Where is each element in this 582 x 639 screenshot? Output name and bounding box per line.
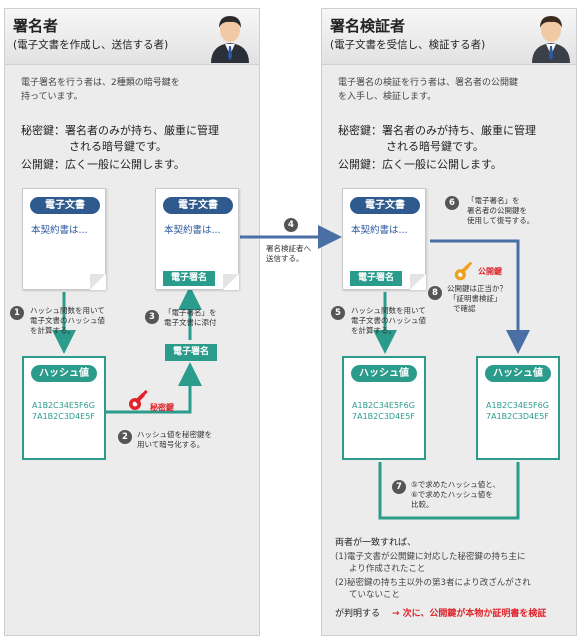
verifier-role-subtitle: (電子文書を受信し、検証する者) [330, 39, 486, 51]
step-1-text-line2: 電子文書のハッシュ値 [30, 316, 105, 325]
signer-avatar-icon [211, 16, 249, 63]
signer-hash-title: ハッシュ値 [31, 365, 97, 382]
signer-public-key: 公開鍵：広く一般に公開します。 [21, 158, 185, 171]
verifier-avatar-icon [532, 16, 570, 63]
step-3-text-line2: 電子文書に添付 [164, 318, 217, 327]
signer-intro-line2: 持っています。 [21, 92, 83, 102]
signer-role-subtitle: (電子文書を作成し、送信する者) [13, 39, 169, 51]
verifier-hash-left-value-line2: 7A1B2C3D4E5F [352, 412, 415, 421]
verifier-public-key: 公開鍵：広く一般に公開します。 [338, 158, 502, 171]
conclusion-result: が判明する [335, 609, 381, 619]
conclusion-item2-line2: ていないこと [349, 590, 401, 600]
signed-document-title: 電子文書 [163, 197, 233, 214]
signature-label: 電子署名 [165, 344, 217, 361]
step-8-badge: 8 [428, 286, 442, 300]
step-8-text-line2: 「証明書検証」 [449, 294, 502, 303]
verifier-intro-line1: 電子署名の検証を行う者は、署名者の公開鍵 [338, 78, 519, 88]
step-6-badge: 6 [445, 196, 459, 210]
verifier-hash-right-box: ハッシュ値 A1B2C34E5F6G 7A1B2C3D4E5F [476, 356, 560, 460]
signer-private-key-line2: される暗号鍵です。 [69, 140, 167, 153]
step-6-text-line2: 署名者の公開鍵を [467, 206, 527, 215]
conclusion-item2-line1: (2)秘密鍵の持ち主以外の第3者により改ざんがされ [335, 578, 531, 588]
step-6-text-line1: 「電子署名」を [467, 196, 520, 205]
signer-document-body: 本契約書は... [31, 225, 88, 236]
conclusion-next-step: → 次に、公開鍵が本物か証明書を検証 [392, 609, 547, 619]
signer-panel: 署名者 (電子文書を作成し、送信する者) 電子署名を行う者は、2種類の暗号鍵を … [4, 8, 260, 636]
signer-hash-value-line2: 7A1B2C3D4E5F [32, 412, 95, 421]
verifier-role-title: 署名検証者 [330, 17, 406, 35]
received-document: 電子文書 本契約書は... 電子署名 [342, 188, 426, 290]
verifier-intro-line2: を入手し、検証します。 [338, 92, 437, 102]
signer-hash-value-line1: A1B2C34E5F6G [32, 401, 95, 410]
step-4-text-line2: 送信する。 [266, 254, 304, 263]
verifier-hash-right-value-line1: A1B2C34E5F6G [486, 401, 549, 410]
step-4-badge: 4 [284, 218, 298, 232]
step-3-badge: 3 [145, 310, 159, 324]
page-fold-icon [410, 274, 426, 290]
page-fold-icon [90, 274, 106, 290]
step-8-text-line3: で確認 [453, 304, 476, 313]
public-key-label: 公開鍵 [478, 267, 502, 276]
step-1-text-line3: を計算する。 [30, 326, 75, 335]
received-document-title: 電子文書 [350, 197, 420, 214]
signer-document: 電子文書 本契約書は... [22, 188, 106, 290]
verifier-private-key-line1: 秘密鍵：署名者のみが持ち、厳重に管理 [338, 124, 536, 137]
conclusion-item1-line1: (1)電子文書が公開鍵に対応した秘密鍵の持ち主に [335, 552, 526, 562]
signer-hash-box: ハッシュ値 A1B2C34E5F6G 7A1B2C3D4E5F [22, 356, 106, 460]
step-7-text-line1: ⑤で求めたハッシュ値と、 [411, 480, 500, 489]
verifier-hash-right-title: ハッシュ値 [485, 365, 551, 382]
step-7-text-line3: 比較。 [411, 500, 434, 509]
signer-document-title: 電子文書 [30, 197, 100, 214]
signed-document: 電子文書 本契約書は... 電子署名 [155, 188, 239, 290]
public-key-icon [454, 261, 473, 281]
verifier-hash-left-title: ハッシュ値 [351, 365, 417, 382]
step-2-text-line2: 用いて暗号化する。 [137, 440, 205, 449]
signed-document-body: 本契約書は... [164, 225, 221, 236]
verifier-panel: 署名検証者 (電子文書を受信し、検証する者) 電子署名の検証を行う者は、署名者の… [321, 8, 577, 636]
verifier-hash-left-box: ハッシュ値 A1B2C34E5F6G 7A1B2C3D4E5F [342, 356, 426, 460]
signed-document-signature: 電子署名 [163, 271, 215, 286]
page-fold-icon [223, 274, 239, 290]
step-1-badge: 1 [10, 306, 24, 320]
step-2-badge: 2 [118, 430, 132, 444]
conclusion-lead: 両者が一致すれば、 [335, 538, 417, 548]
step-5-text-line2: 電子文書のハッシュ値 [351, 316, 426, 325]
received-document-signature: 電子署名 [350, 271, 402, 286]
step-5-text-line1: ハッシュ関数を用いて [351, 306, 426, 315]
step-7-text-line2: ⑥で求めたハッシュ値を [411, 490, 493, 499]
signer-intro-line1: 電子署名を行う者は、2種類の暗号鍵を [21, 78, 180, 88]
verifier-private-key-line2: される暗号鍵です。 [386, 140, 484, 153]
verifier-hash-right-value-line2: 7A1B2C3D4E5F [486, 412, 549, 421]
step-7-badge: 7 [392, 480, 406, 494]
signer-header: 署名者 (電子文書を作成し、送信する者) [5, 9, 259, 65]
step-5-badge: 5 [331, 306, 345, 320]
conclusion-item1-line2: より作成されたこと [349, 564, 426, 574]
private-key-label: 秘密鍵 [150, 403, 174, 412]
private-key-icon [129, 389, 148, 410]
step-3-text-line1: 「電子署名」を [164, 308, 217, 317]
step-4-text-line1: 署名検証者へ [266, 244, 311, 253]
step-8-text-line1: 公開鍵は正当か？ [447, 284, 507, 293]
step-5-text-line3: を計算する。 [351, 326, 396, 335]
signer-role-title: 署名者 [13, 17, 59, 35]
step-2-text-line1: ハッシュ値を秘密鍵を [137, 430, 212, 439]
verifier-header: 署名検証者 (電子文書を受信し、検証する者) [322, 9, 576, 65]
received-document-body: 本契約書は... [351, 225, 408, 236]
step-1-text-line1: ハッシュ関数を用いて [30, 306, 105, 315]
step-6-text-line3: 使用して復号する。 [467, 216, 535, 225]
signer-private-key-line1: 秘密鍵：署名者のみが持ち、厳重に管理 [21, 124, 219, 137]
verifier-hash-left-value-line1: A1B2C34E5F6G [352, 401, 415, 410]
